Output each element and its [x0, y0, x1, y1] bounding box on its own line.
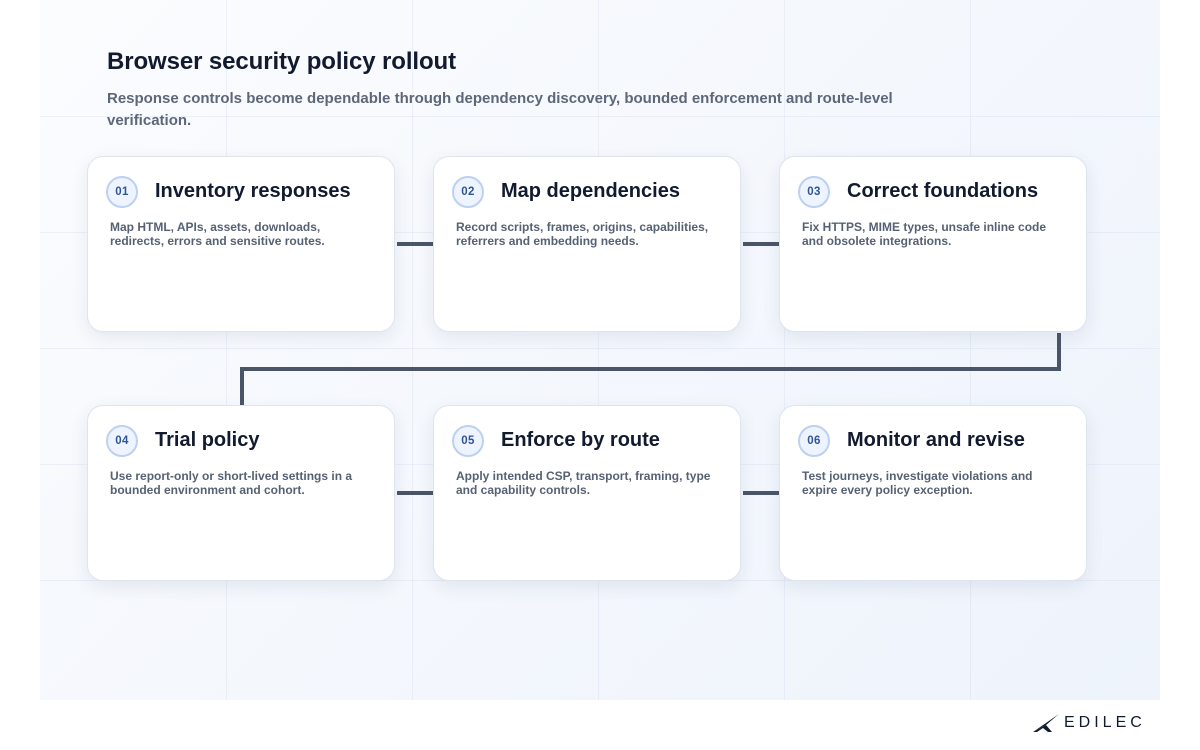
step-title: Inventory responses	[155, 180, 351, 202]
step-card-01: 01 Inventory responses Map HTML, APIs, a…	[87, 156, 395, 332]
grid-line	[784, 0, 785, 700]
step-number-badge: 05	[452, 425, 484, 457]
grid-line	[970, 0, 971, 700]
step-title: Correct foundations	[847, 180, 1039, 202]
grid-line	[226, 0, 227, 700]
connector-03-04	[240, 333, 1061, 405]
background-panel	[40, 0, 1160, 700]
step-description: Apply intended CSP, transport, framing, …	[456, 469, 711, 497]
grid-line	[598, 0, 599, 700]
step-title: Map dependencies	[501, 180, 680, 202]
step-card-03: 03 Correct foundations Fix HTTPS, MIME t…	[779, 156, 1087, 332]
step-title: Enforce by route	[501, 429, 660, 451]
grid-line	[40, 116, 1160, 117]
step-title: Trial policy	[155, 429, 260, 451]
step-number-badge: 06	[798, 425, 830, 457]
step-card-02: 02 Map dependencies Record scripts, fram…	[433, 156, 741, 332]
step-card-06: 06 Monitor and revise Test journeys, inv…	[779, 405, 1087, 581]
step-description: Map HTML, APIs, assets, downloads, redir…	[110, 220, 325, 248]
step-title: Monitor and revise	[847, 429, 1025, 451]
brand-mark-icon	[1033, 714, 1059, 732]
grid-line	[40, 348, 1160, 349]
page-title: Browser security policy rollout	[107, 48, 456, 75]
step-description: Record scripts, frames, origins, capabil…	[456, 220, 709, 248]
step-card-04: 04 Trial policy Use report-only or short…	[87, 405, 395, 581]
step-number-badge: 03	[798, 176, 830, 208]
page-subtitle: Response controls become dependable thro…	[107, 90, 893, 129]
step-description: Use report-only or short-lived settings …	[110, 469, 353, 497]
step-number-badge: 02	[452, 176, 484, 208]
step-number-badge: 01	[106, 176, 138, 208]
brand-logo: EDILEC	[1032, 712, 1146, 734]
step-number-badge: 04	[106, 425, 138, 457]
brand-logo-text: EDILEC	[1064, 714, 1146, 731]
step-card-05: 05 Enforce by route Apply intended CSP, …	[433, 405, 741, 581]
grid-line	[412, 0, 413, 700]
step-description: Test journeys, investigate violations an…	[802, 469, 1033, 497]
step-description: Fix HTTPS, MIME types, unsafe inline cod…	[802, 220, 1047, 248]
